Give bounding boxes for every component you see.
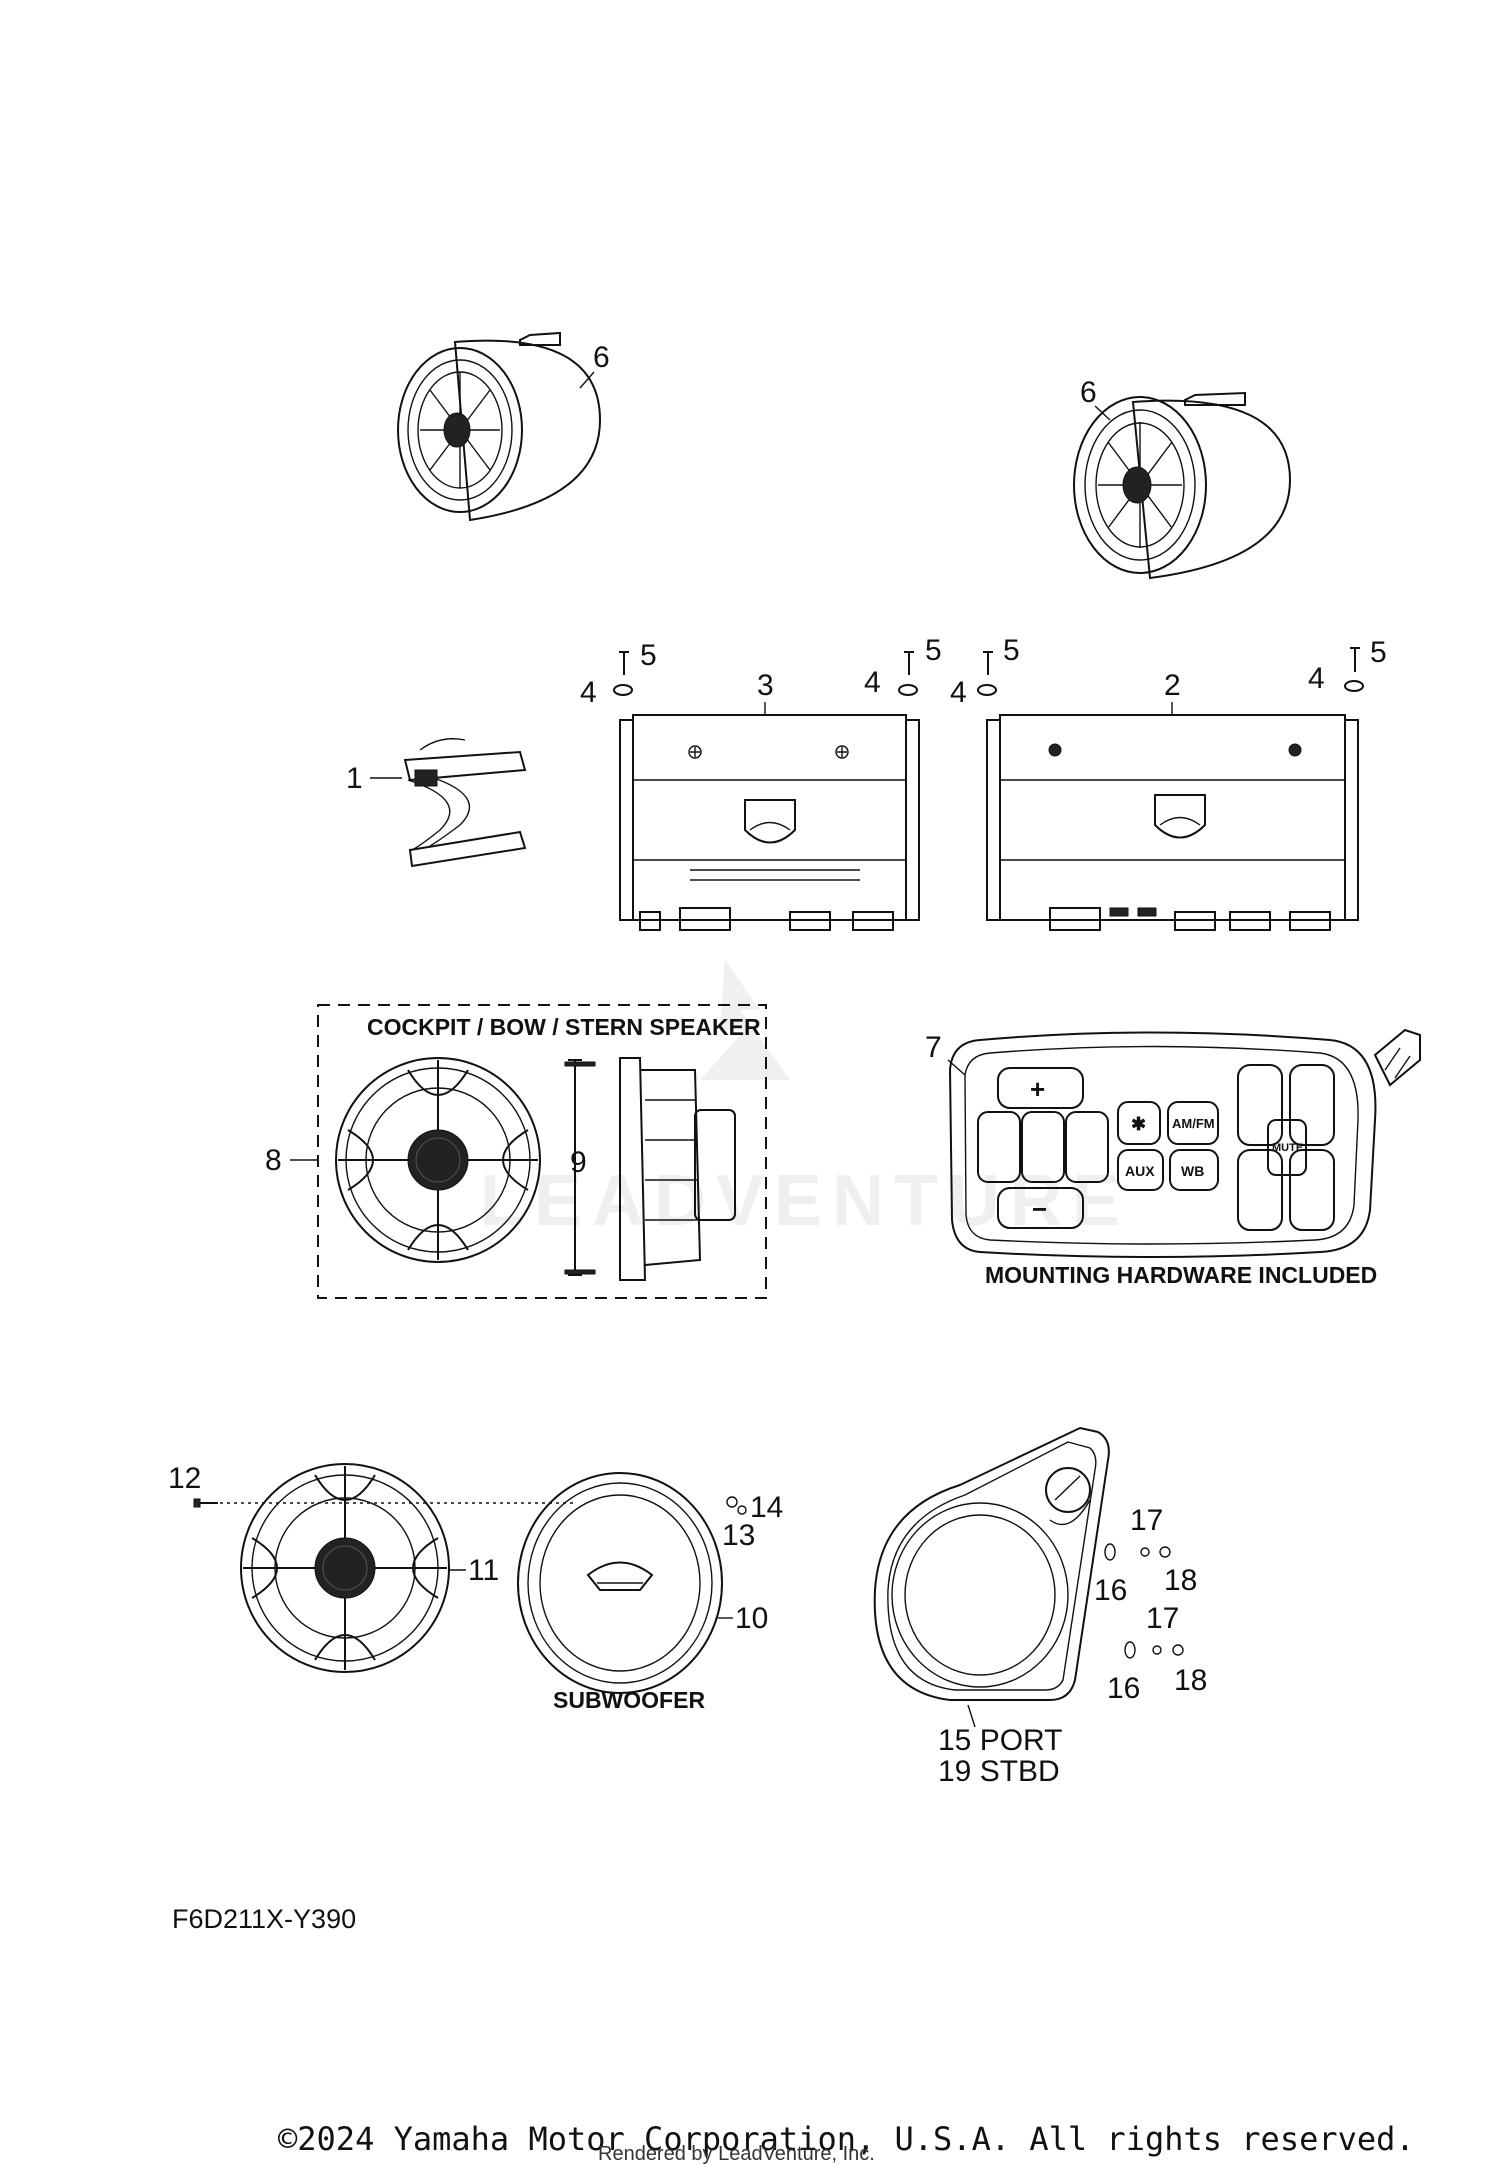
callout-19: 19 STBD [938,1755,1060,1788]
subwoofer-caption: SUBWOOFER [553,1687,705,1713]
callout-13: 13 [722,1519,755,1552]
callout-15: 15 PORT [938,1724,1063,1757]
cockpit-speaker-grille [335,1057,541,1263]
mounting-hardware-caption: MOUNTING HARDWARE INCLUDED [985,1262,1377,1288]
callout-1: 1 [346,762,363,795]
callout-9: 9 [570,1146,587,1179]
wire-harness [403,738,527,868]
cockpit-speaker-group-box [317,1004,767,1299]
callout-4-b: 4 [864,666,881,699]
callout-2: 2 [1164,669,1181,702]
callout-6-left: 6 [593,341,610,374]
remote-button-am-fm: AM/FM [1172,1116,1215,1131]
callout-11: 11 [468,1554,499,1587]
screw-washer-set [613,647,1364,696]
copyright-notice: ©2024 Yamaha Motor Corporation, U.S.A. A… [278,2120,1415,2158]
callout-6-right: 6 [1080,376,1097,409]
rendered-by-notice: Rendered by LeadVenture, Inc. [598,2143,875,2165]
callout-12: 12 [168,1462,201,1495]
callout-5-a: 5 [640,639,657,672]
subwoofer-10 [517,1472,723,1694]
fastener-set-upper [1104,1543,1171,1561]
callout-18-a: 18 [1164,1564,1197,1597]
speaker-grille-11 [240,1463,450,1673]
fastener-set-lower [1124,1641,1184,1659]
screw-12 [193,1498,218,1508]
callout-14: 14 [750,1491,783,1524]
svg-text:+: + [1030,1074,1045,1104]
amplifier-3 [619,714,920,931]
callout-17-a: 17 [1130,1504,1163,1537]
callout-16-a: 16 [1094,1574,1127,1607]
watermark-logo [700,960,790,1080]
tower-speaker-right [1073,391,1292,580]
svg-text:✱: ✱ [1131,1114,1146,1134]
cockpit-speaker-caption: COCKPIT / BOW / STERN SPEAKER [367,1014,761,1040]
amplifier-2 [986,714,1359,931]
callout-18-b: 18 [1174,1664,1207,1697]
callout-4-a: 4 [580,676,597,709]
diagram-code: F6D211X-Y390 [172,1904,356,1934]
callout-7: 7 [925,1031,942,1064]
remote-button-aux: AUX [1125,1163,1155,1179]
remote-button-mute: MUTE [1272,1142,1303,1154]
callout-5-b: 5 [925,634,942,667]
tower-speaker-left [397,331,602,522]
subwoofer-mount-panel [873,1426,1110,1701]
remote-control: + − ✱ AM/FM AUX WB MUTE [948,1028,1421,1258]
callout-4-d: 4 [1308,662,1325,695]
callout-5-c: 5 [1003,634,1020,667]
callout-3: 3 [757,669,774,702]
callout-17-b: 17 [1146,1602,1179,1635]
nut-13 [726,1496,738,1508]
remote-button-wb: WB [1181,1163,1204,1179]
callout-5-d: 5 [1370,636,1387,669]
cockpit-speaker-side [564,1057,736,1281]
callout-16-b: 16 [1107,1672,1140,1705]
callout-4-c: 4 [950,676,967,709]
washer-14 [737,1505,747,1515]
callout-8: 8 [265,1144,282,1177]
svg-text:−: − [1032,1194,1047,1224]
callout-10: 10 [735,1602,768,1635]
